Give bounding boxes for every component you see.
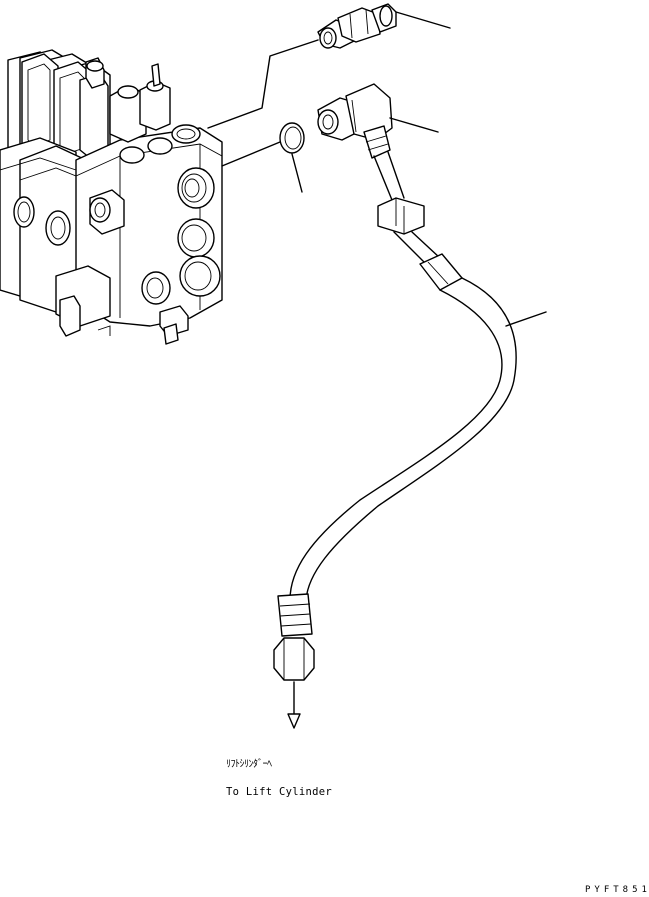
leader-line-o-ring	[291, 153, 303, 193]
hose-icon	[273, 151, 517, 681]
control-valve-icon	[0, 49, 223, 345]
destination-label-jp: ﾘﾌﾄｼﾘﾝﾀﾞｰﾍ	[226, 759, 272, 770]
straight-connector-icon	[317, 3, 397, 49]
flow-arrow-icon	[287, 681, 301, 729]
elbow-connector-icon	[317, 83, 393, 159]
drawing-code: PYFT851	[585, 885, 649, 895]
leader-line-connector	[395, 11, 451, 29]
leader-line-elbow	[389, 117, 439, 133]
leader-line-o-ring-valve	[221, 141, 281, 167]
leader-line-valve	[207, 39, 319, 129]
leader-line-hose	[505, 311, 547, 327]
destination-label-en: To Lift Cylinder	[226, 786, 332, 798]
o-ring-icon	[279, 122, 305, 154]
